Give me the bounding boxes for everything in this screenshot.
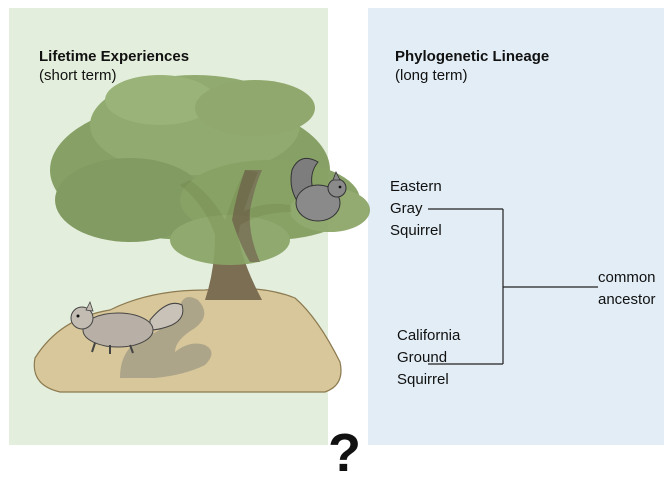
eastern-gray-squirrel-illustration: [290, 157, 347, 222]
leaf-label-line: Squirrel: [397, 371, 449, 388]
phylogenetic-lineage-panel: [368, 8, 664, 445]
lifetime-experiences-subtitle: (short term): [39, 67, 117, 84]
leaf-label-eastern-gray-squirrel: Eastern Gray Squirrel: [390, 176, 442, 242]
california-ground-squirrel-illustration: [70, 300, 184, 354]
phylogenetic-lineage-subtitle: (long term): [395, 67, 468, 84]
question-mark: ?: [328, 423, 361, 483]
leaf-label-line: Squirrel: [390, 222, 442, 239]
leaf-label-california-ground-squirrel: California Ground Squirrel: [397, 325, 460, 391]
lifetime-experiences-title: Lifetime Experiences: [39, 48, 190, 65]
phylogenetic-lineage-title: Phylogenetic Lineage: [395, 48, 550, 65]
tree-foliage-illustration: [50, 75, 370, 265]
leaf-label-line: California: [397, 327, 461, 344]
leaf-label-line: Ground: [397, 349, 448, 366]
ground-mound-illustration: [33, 287, 342, 393]
root-label-line: common: [598, 269, 656, 286]
phylogenetic-tree-lines: [428, 208, 598, 365]
root-label-common-ancestor: common ancestor: [598, 267, 664, 311]
root-label-line: ancestor: [598, 291, 656, 308]
leaf-label-line: Eastern: [390, 178, 442, 195]
leaf-label-line: Gray: [390, 200, 423, 217]
